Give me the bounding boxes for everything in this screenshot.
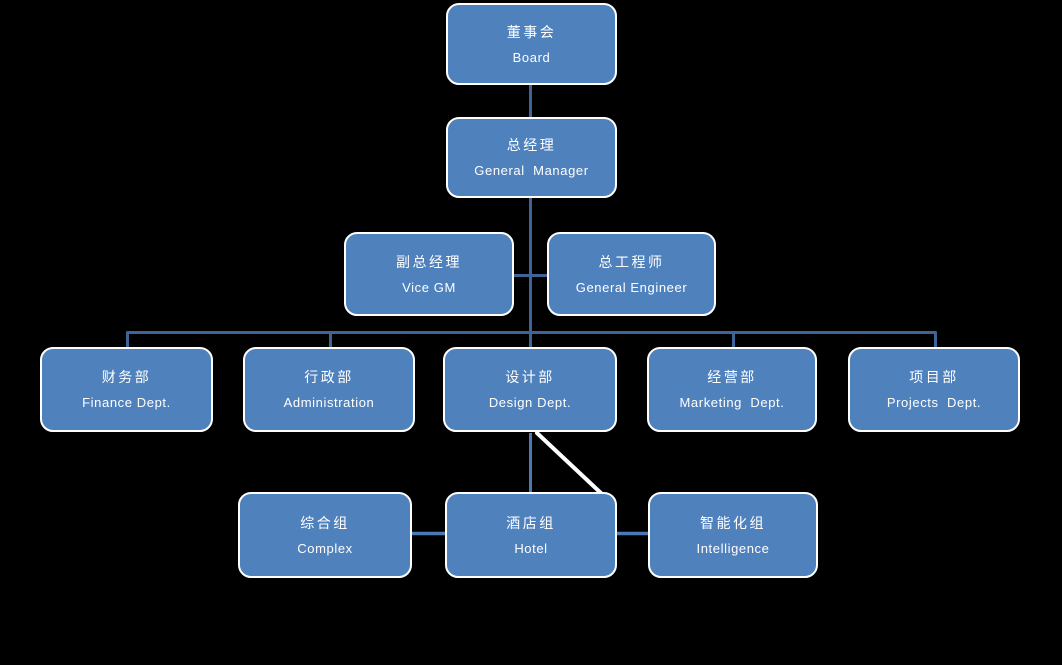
node-hotel-group: 酒店组 Hotel bbox=[445, 492, 617, 578]
node-complex-group-label-en: Complex bbox=[297, 540, 353, 556]
node-finance-dept-label-en: Finance Dept. bbox=[82, 395, 171, 410]
node-complex-group-label-zh: 综合组 bbox=[300, 514, 350, 531]
node-hotel-group-label-zh: 酒店组 bbox=[506, 514, 556, 531]
node-projects-dept-label-en: Projects Dept. bbox=[886, 395, 982, 410]
node-board: 董事会 Board bbox=[446, 3, 617, 85]
node-vice-gm-label-en: Vice GM bbox=[402, 279, 456, 295]
node-general-manager-label-en: General Manager bbox=[474, 163, 589, 178]
connector-departments-rail bbox=[126, 331, 937, 347]
node-administration-label-en: Administration bbox=[283, 395, 375, 410]
node-general-manager: 总经理 General Manager bbox=[446, 117, 617, 198]
node-intelligence-group-label-en: Intelligence bbox=[696, 540, 770, 556]
node-vice-gm-label-zh: 副总经理 bbox=[396, 253, 462, 270]
node-complex-group: 综合组 Complex bbox=[238, 492, 412, 578]
node-hotel-group-label-en: Hotel bbox=[514, 540, 548, 556]
node-general-manager-label-zh: 总经理 bbox=[506, 137, 557, 153]
node-design-dept-label-en: Design Dept. bbox=[488, 395, 572, 410]
node-board-label-en: Board bbox=[512, 49, 551, 65]
node-intelligence-group: 智能化组 Intelligence bbox=[648, 492, 818, 578]
node-board-label-zh: 董事会 bbox=[506, 23, 557, 40]
node-administration: 行政部 Administration bbox=[243, 347, 415, 432]
node-finance-dept: 财务部 Finance Dept. bbox=[40, 347, 213, 432]
connector-design-hotel-diagonal bbox=[535, 431, 605, 497]
node-intelligence-group-label-zh: 智能化组 bbox=[700, 514, 766, 531]
node-vice-gm: 副总经理 Vice GM bbox=[344, 232, 514, 316]
node-design-dept-label-zh: 设计部 bbox=[505, 369, 555, 385]
node-marketing-dept-label-zh: 经营部 bbox=[707, 369, 757, 385]
node-general-engineer: 总工程师 General Engineer bbox=[547, 232, 716, 316]
node-marketing-dept: 经营部 Marketing Dept. bbox=[647, 347, 817, 432]
node-projects-dept: 项目部 Projects Dept. bbox=[848, 347, 1020, 432]
node-general-engineer-label-en: General Engineer bbox=[575, 279, 688, 295]
node-general-engineer-label-zh: 总工程师 bbox=[598, 253, 665, 270]
node-finance-dept-label-zh: 财务部 bbox=[101, 369, 152, 385]
node-design-dept: 设计部 Design Dept. bbox=[443, 347, 617, 432]
node-marketing-dept-label-en: Marketing Dept. bbox=[679, 395, 785, 410]
node-projects-dept-label-zh: 项目部 bbox=[909, 369, 959, 385]
node-administration-label-zh: 行政部 bbox=[304, 369, 354, 385]
